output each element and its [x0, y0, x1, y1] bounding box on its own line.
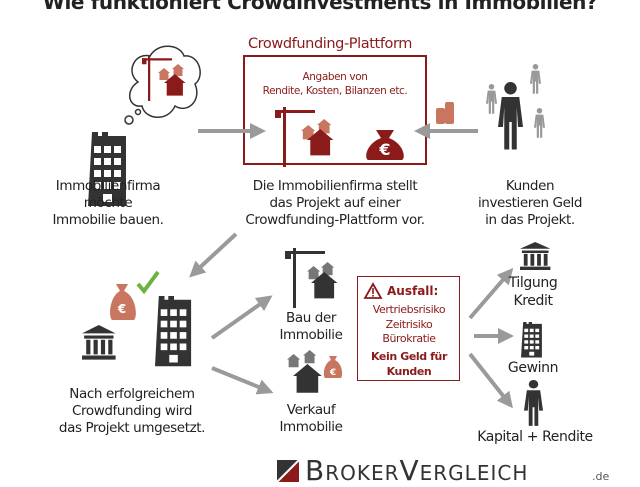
svg-text:€: €	[329, 368, 336, 378]
page-title: Wie funktioniert Crowdinvestments in Imm…	[42, 0, 598, 14]
repayment-bank-icon	[520, 242, 551, 271]
logo-tld: .de	[592, 470, 610, 483]
check-icon	[136, 270, 160, 295]
arrow-to-realization	[189, 232, 238, 278]
coins-icon	[436, 102, 454, 124]
brokervergleich-logo-text: BrokerVergleich	[305, 454, 529, 487]
profit-building-icon	[521, 322, 542, 358]
bank-icon	[82, 325, 116, 360]
platform-info-line1: Angaben von	[302, 71, 368, 83]
platform-info-line2: Rendite, Kosten, Bilanzen etc.	[262, 85, 408, 97]
risk-heading: Ausfall:	[387, 284, 439, 298]
brokervergleich-logo-mark	[276, 459, 300, 483]
thought-cloud-icon	[124, 45, 201, 125]
warning-icon	[363, 282, 383, 299]
risk-box	[357, 276, 460, 381]
money-bag-icon: €	[366, 130, 404, 160]
build-icon	[285, 248, 338, 308]
arrow-to-repayment	[468, 267, 514, 320]
arrow-to-sale	[211, 366, 274, 395]
euro-symbol: €	[378, 140, 390, 159]
caption-profit: Gewinn	[507, 360, 559, 376]
investor-icon	[524, 380, 543, 426]
platform-heading: Crowdfunding-Plattform	[247, 36, 413, 52]
arrow-to-build	[210, 295, 273, 340]
sale-icon: €	[287, 350, 343, 393]
customers-icon	[486, 64, 545, 150]
building-icon	[155, 296, 192, 367]
caption-investor: Kapital + Rendite	[477, 429, 593, 445]
svg-text:€: €	[117, 302, 126, 316]
arrow-to-investor	[468, 352, 513, 409]
platform-box	[243, 55, 427, 165]
funded-money-bag-icon: €	[110, 270, 160, 320]
